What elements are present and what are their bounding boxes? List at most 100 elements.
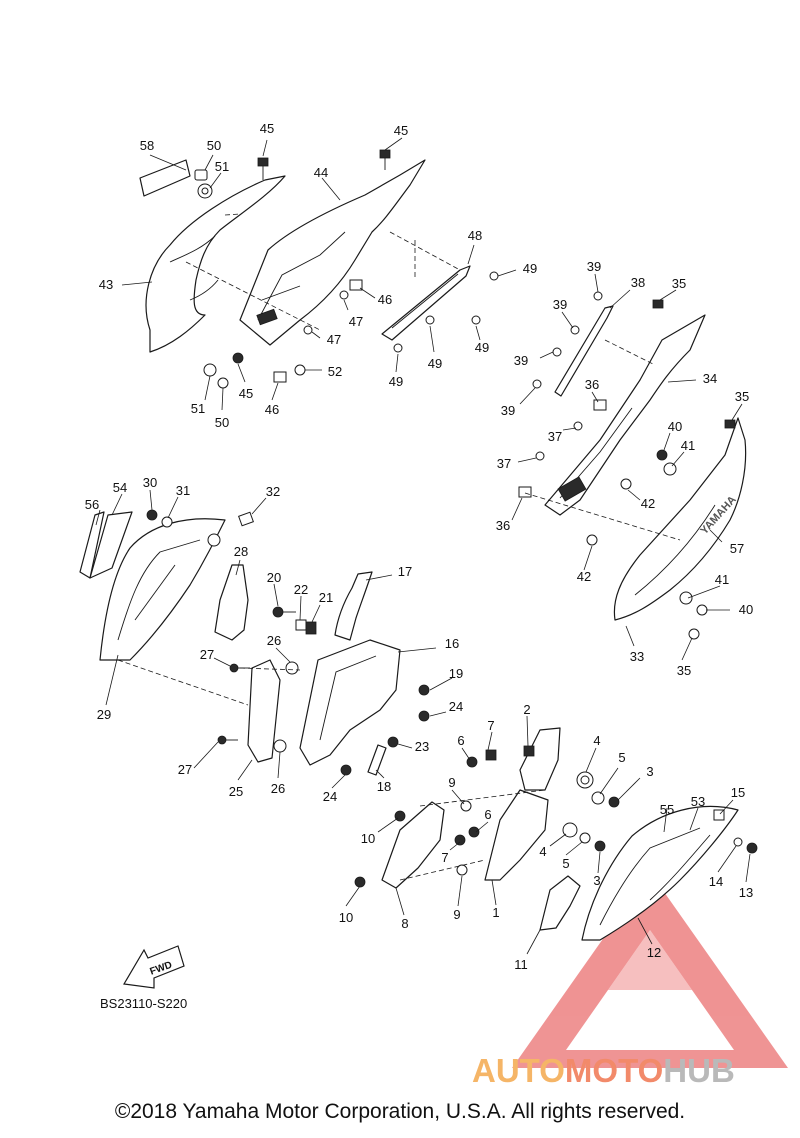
- part-17-hose: [334, 571, 373, 641]
- part-1-bracket: [484, 789, 549, 881]
- washer-47-b: [303, 325, 313, 335]
- callout-35-c: 35: [677, 663, 691, 678]
- callout-3-b: 3: [593, 873, 600, 888]
- callout-12: 12: [647, 945, 661, 960]
- callout-31: 31: [176, 483, 190, 498]
- part-34-inner-panel: [544, 314, 706, 516]
- callout-51-bot: 51: [191, 401, 205, 416]
- part-16-inner-panel: [299, 639, 401, 766]
- callout-38: 38: [631, 275, 645, 290]
- part-43-side-cowl: [145, 175, 286, 353]
- fastener-50-top: [194, 169, 208, 181]
- callout-9-a: 9: [448, 775, 455, 790]
- callout-32: 32: [266, 484, 280, 499]
- callout-45-c: 45: [239, 386, 253, 401]
- decal-56: [79, 511, 105, 579]
- callout-18: 18: [377, 779, 391, 794]
- callout-33: 33: [630, 649, 644, 664]
- watermark-part-auto: AUTO: [472, 1052, 565, 1089]
- right-cowl-group: YAMAHA: [518, 291, 747, 640]
- callout-57: 57: [730, 541, 744, 556]
- callout-49-c: 49: [475, 340, 489, 355]
- callout-56: 56: [85, 497, 99, 512]
- clip-46-b: [273, 371, 287, 383]
- callout-29: 29: [97, 707, 111, 722]
- callout-23: 23: [415, 739, 429, 754]
- callout-49-b: 49: [428, 356, 442, 371]
- lower-right-group: [354, 727, 758, 941]
- callout-28: 28: [234, 544, 248, 559]
- callout-5-b: 5: [562, 856, 569, 871]
- callout-15: 15: [731, 785, 745, 800]
- callout-5-a: 5: [618, 750, 625, 765]
- callout-51-top: 51: [215, 159, 229, 174]
- leader-lines: [95, 137, 751, 955]
- callout-1: 1: [492, 905, 499, 920]
- watermark-part-moto: MOTO: [564, 1052, 664, 1089]
- nut-52: [294, 364, 306, 376]
- callout-40-a: 40: [668, 419, 682, 434]
- part-2-stay: [519, 727, 561, 791]
- callout-25: 25: [229, 784, 243, 799]
- callout-24-a: 24: [449, 699, 463, 714]
- callout-39-a: 39: [587, 259, 601, 274]
- callout-34: 34: [703, 371, 717, 386]
- callout-35-a: 35: [672, 276, 686, 291]
- screw-45-b: [379, 149, 391, 170]
- callout-40-b: 40: [739, 602, 753, 617]
- callout-39-d: 39: [501, 403, 515, 418]
- part-29-side-cover: [99, 518, 226, 661]
- callout-10-a: 10: [361, 831, 375, 846]
- decal-58: [139, 159, 191, 197]
- part-44-panel: [239, 159, 426, 346]
- callout-45-b: 45: [394, 123, 408, 138]
- callout-7-a: 7: [487, 718, 494, 733]
- callout-16: 16: [445, 636, 459, 651]
- callout-35-b: 35: [735, 389, 749, 404]
- callout-47-a: 47: [349, 314, 363, 329]
- callout-6-a: 6: [457, 733, 464, 748]
- callout-58: 58: [140, 138, 154, 153]
- upper-left-cowl-group: [139, 149, 499, 389]
- callout-36-a: 36: [585, 377, 599, 392]
- callout-4-a: 4: [593, 733, 600, 748]
- callout-30: 30: [143, 475, 157, 490]
- callout-49-d: 49: [389, 374, 403, 389]
- callout-46-a: 46: [378, 292, 392, 307]
- callout-27-b: 27: [178, 762, 192, 777]
- watermark-wordmark: AUTOMOTOHUB: [472, 1052, 735, 1090]
- callout-48: 48: [468, 228, 482, 243]
- forward-arrow: FWD: [123, 945, 185, 989]
- callout-42-b: 42: [577, 569, 591, 584]
- callout-27-a: 27: [200, 647, 214, 662]
- callout-22: 22: [294, 582, 308, 597]
- callout-52: 52: [328, 364, 342, 379]
- washer-50-bot: [217, 377, 229, 389]
- callout-39-b: 39: [553, 297, 567, 312]
- callout-10-b: 10: [339, 910, 353, 925]
- callout-7-b: 7: [441, 850, 448, 865]
- callout-43: 43: [99, 277, 113, 292]
- part-11-bracket: [539, 875, 581, 931]
- callout-20: 20: [267, 570, 281, 585]
- callout-11: 11: [514, 957, 528, 972]
- callout-42-a: 42: [641, 496, 655, 511]
- washers-49: [393, 271, 499, 353]
- grommet-51-bot: [203, 363, 217, 377]
- callout-50-bot: 50: [215, 415, 229, 430]
- callout-46-b: 46: [265, 402, 279, 417]
- part-8-cover: [381, 801, 445, 889]
- callout-9-b: 9: [453, 907, 460, 922]
- screw-45-a: [257, 157, 269, 180]
- callout-50-top: 50: [207, 138, 221, 153]
- callout-6-b: 6: [484, 807, 491, 822]
- decal-54: [89, 511, 133, 579]
- callout-24-b: 24: [323, 789, 337, 804]
- callout-55: 55: [660, 802, 674, 817]
- callout-17: 17: [398, 564, 412, 579]
- callout-37-a: 37: [548, 429, 562, 444]
- middle-left-group: [79, 509, 430, 776]
- callout-8: 8: [401, 916, 408, 931]
- callout-47-b: 47: [327, 332, 341, 347]
